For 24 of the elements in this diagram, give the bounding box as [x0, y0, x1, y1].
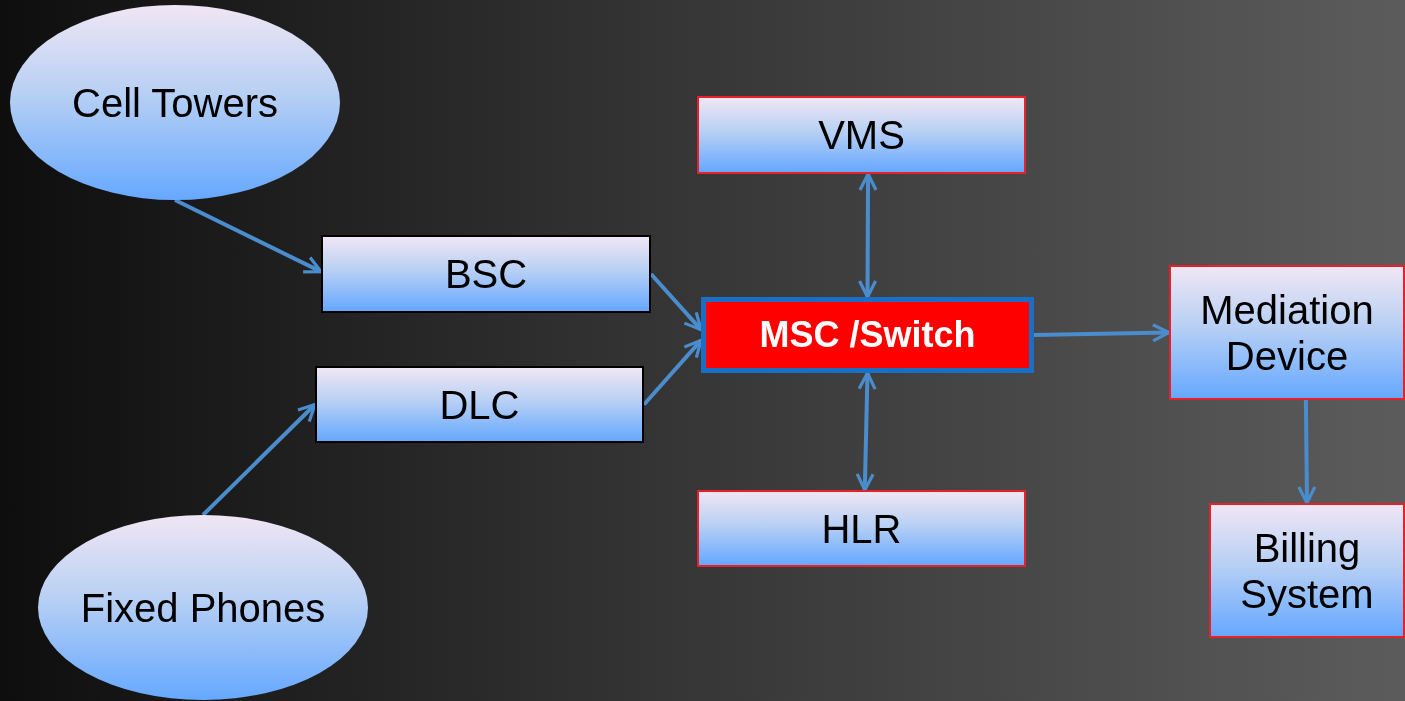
node-label: VMS: [818, 112, 905, 158]
arrow: [174, 198, 323, 274]
node-label: Cell Towers: [72, 79, 278, 126]
node-label: Billing System: [1239, 524, 1375, 617]
process-box: [321, 235, 651, 313]
node-label: Fixed Phones: [80, 584, 326, 631]
process-box: [697, 490, 1026, 567]
arrow: [649, 272, 703, 332]
arrow: [1297, 399, 1317, 505]
node-label: BSC: [444, 251, 528, 297]
arrow: [1033, 323, 1171, 343]
node-label: Mediation Device: [1199, 286, 1375, 379]
process-box: [697, 96, 1026, 174]
process-box: [701, 297, 1034, 373]
process-box: [315, 366, 644, 443]
process-box: [1169, 265, 1405, 400]
arrow: [858, 172, 878, 299]
process-box: [1209, 503, 1405, 638]
arrow: [201, 402, 317, 517]
arrow: [855, 371, 877, 492]
node-label: MSC /Switch: [759, 314, 976, 356]
node-label: HLR: [821, 505, 902, 552]
arrow: [642, 338, 703, 406]
node-label: DLC: [439, 381, 520, 428]
